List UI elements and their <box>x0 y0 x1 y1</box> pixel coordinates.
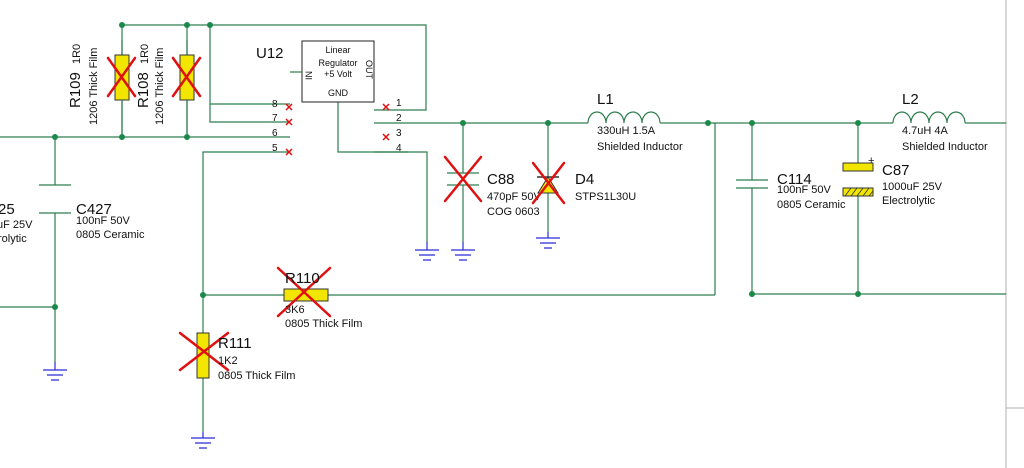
l1-designator: L1 <box>597 91 614 108</box>
r111-resistor[interactable]: R111 1K2 0805 Thick Film <box>178 331 295 382</box>
r108-designator: R108 <box>135 72 152 108</box>
u12-pin-6: 6 <box>272 128 278 139</box>
r108-package: 1206 Thick Film <box>154 48 166 125</box>
no-fit-x-mark <box>178 331 230 372</box>
wires <box>0 24 1006 432</box>
r109-value: 1R0 <box>71 44 83 64</box>
no-fit-x-mark <box>106 56 137 98</box>
ground-icon <box>191 432 215 449</box>
r111-designator: R111 <box>218 335 252 352</box>
c427-designator: C427 <box>76 201 112 218</box>
ground-icon <box>451 242 475 261</box>
no-fit-x-mark <box>171 56 202 98</box>
c114-package: 0805 Ceramic <box>777 199 846 211</box>
c88-value: 470pF 50V <box>487 191 541 203</box>
u12-pin-5: 5 <box>272 143 278 154</box>
no-fit-x-mark <box>276 266 332 318</box>
partial-package: rolytic <box>0 233 27 245</box>
u12-designator: U12 <box>256 45 284 62</box>
c427-capacitor[interactable]: C427 100nF 50V 0805 Ceramic <box>39 184 145 241</box>
partial-designator: 25 <box>0 201 15 218</box>
c87-electrolytic-capacitor[interactable]: + C87 1000uF 25V Electrolytic <box>842 155 943 207</box>
c427-value: 100nF 50V <box>76 215 130 227</box>
l2-package: Shielded Inductor <box>902 141 988 153</box>
u12-pin-4: 4 <box>396 143 402 154</box>
c88-package: COG 0603 <box>487 206 540 218</box>
u12-pin-2: 2 <box>396 113 402 124</box>
d4-diode[interactable]: D4 STPS1L30U <box>531 161 636 205</box>
u12-gnd-label: GND <box>328 88 349 98</box>
r110-value: 3K6 <box>285 304 305 316</box>
no-fit-x-mark <box>531 161 566 205</box>
r109-designator: R109 <box>67 72 84 108</box>
u12-out-label: OUT <box>364 60 374 80</box>
l2-value: 4.7uH 4A <box>902 125 949 137</box>
c114-value: 100nF 50V <box>777 184 831 196</box>
no-fit-x-mark <box>443 155 483 203</box>
ground-icon <box>536 232 560 249</box>
l1-value: 330uH 1.5A <box>597 125 656 137</box>
r110-package: 0805 Thick Film <box>285 318 362 330</box>
c87-designator: C87 <box>882 162 910 179</box>
c87-value: 1000uF 25V <box>882 181 943 193</box>
l2-inductor[interactable]: L2 4.7uH 4A Shielded Inductor <box>892 91 988 153</box>
c88-capacitor[interactable]: C88 470pF 50V COG 0603 <box>443 155 541 218</box>
no-connect-marks <box>285 103 390 156</box>
r108-resistor[interactable]: R108 1R0 1206 Thick Film <box>135 44 202 137</box>
r108-value: 1R0 <box>139 44 151 64</box>
u12-in-label: IN <box>304 71 314 80</box>
u12-line3: +5 Volt <box>324 69 352 79</box>
junction-nodes <box>52 22 861 310</box>
d4-value: STPS1L30U <box>575 191 636 203</box>
r109-resistor[interactable]: R109 1R0 1206 Thick Film <box>67 44 137 137</box>
c88-designator: C88 <box>487 171 515 188</box>
u12-pin-8: 8 <box>272 99 278 110</box>
partial-value: uF 25V <box>0 219 33 231</box>
l1-inductor[interactable]: L1 330uH 1.5A Shielded Inductor <box>587 91 683 153</box>
r109-package: 1206 Thick Film <box>88 48 100 125</box>
c427-package: 0805 Ceramic <box>76 229 145 241</box>
d4-designator: D4 <box>575 171 594 188</box>
r110-designator: R110 <box>285 270 320 287</box>
u12-pin-7: 7 <box>272 113 278 124</box>
r111-package: 0805 Thick Film <box>218 370 295 382</box>
u12-regulator[interactable]: U12 Linear Regulator +5 Volt GND IN OUT … <box>256 40 402 156</box>
r110-resistor[interactable]: R110 3K6 0805 Thick Film <box>276 266 362 330</box>
c87-package: Electrolytic <box>882 195 936 207</box>
ground-symbols <box>43 232 560 449</box>
l1-package: Shielded Inductor <box>597 141 683 153</box>
c87-polarity: + <box>868 155 874 167</box>
l2-designator: L2 <box>902 91 919 108</box>
ground-icon <box>43 362 67 381</box>
u12-line1: Linear <box>325 45 350 55</box>
c114-designator: C114 <box>777 171 812 188</box>
u12-pin-3: 3 <box>396 128 402 139</box>
c114-capacitor[interactable]: C114 100nF 50V 0805 Ceramic <box>736 171 846 211</box>
ground-icon <box>415 242 439 261</box>
u12-pin-1: 1 <box>396 98 402 109</box>
left-edge-partial-capacitor: 25 uF 25V rolytic <box>0 201 33 245</box>
r111-value: 1K2 <box>218 355 238 367</box>
u12-line2: Regulator <box>318 58 357 68</box>
